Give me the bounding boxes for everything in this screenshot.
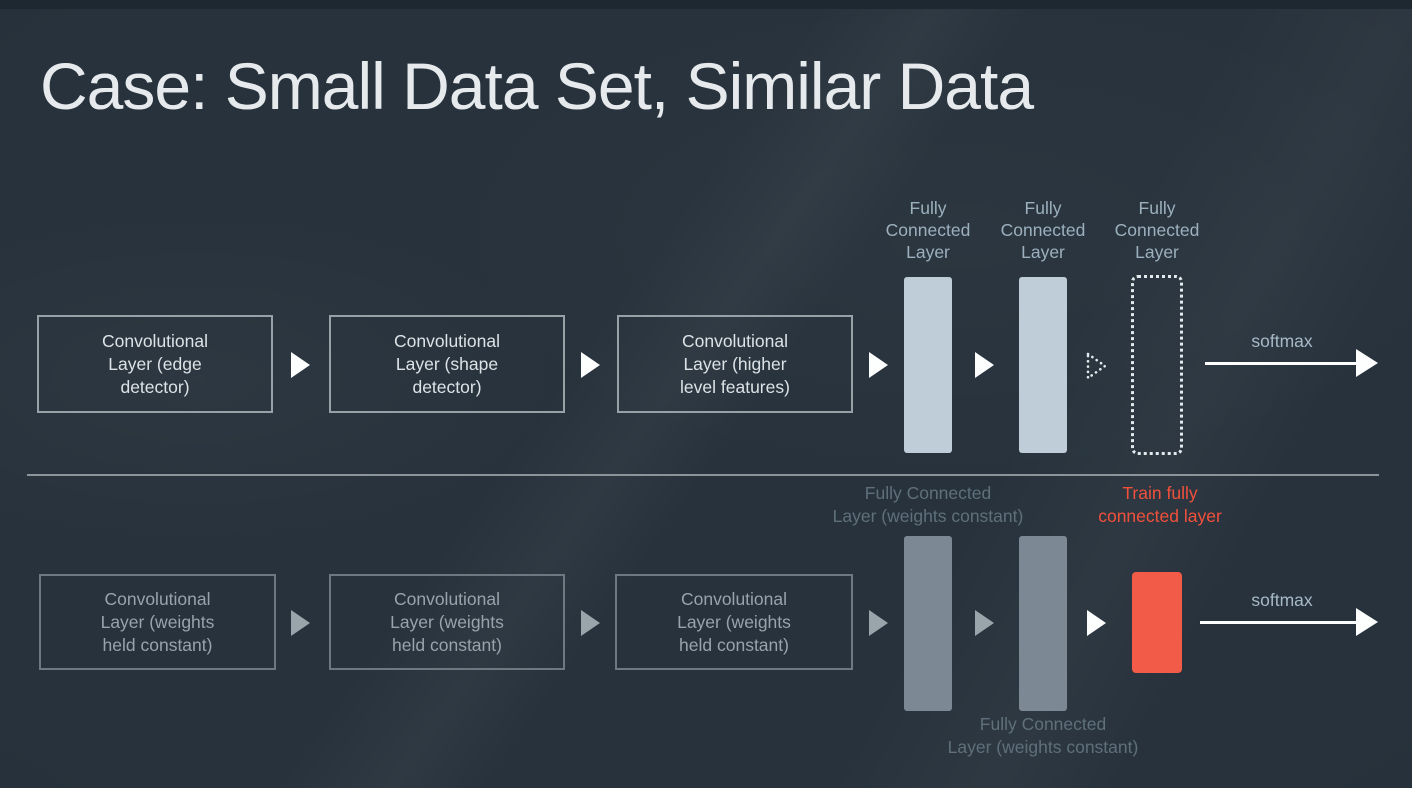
arrow-right-gray-icon [869, 610, 888, 636]
arrow-line [1205, 362, 1356, 365]
conv-box-label: Convolutional Layer (higher level featur… [680, 330, 790, 397]
softmax-label: softmax [1251, 590, 1313, 610]
arrow-right-icon [869, 352, 888, 378]
conv-box-label: Convolutional Layer (weights held consta… [390, 588, 504, 655]
fc-layer-dotted-rect [1131, 275, 1183, 455]
label-line: Train fully [1122, 483, 1198, 503]
conv-box-label: Convolutional Layer (edge detector) [101, 330, 209, 397]
arrow-right-gray-icon [975, 610, 994, 636]
label-line: connected layer [1098, 506, 1222, 526]
label-line: Fully Connected [864, 483, 992, 503]
conv-box-frozen-1: Convolutional Layer (weights held consta… [39, 574, 276, 670]
fc-layer-rect [904, 277, 952, 453]
arrow-right-gray-icon [581, 610, 600, 636]
conv-box-edge-detector: Convolutional Layer (edge detector) [37, 315, 273, 413]
conv-box-frozen-3: Convolutional Layer (weights held consta… [615, 574, 853, 670]
conv-box-shape-detector: Convolutional Layer (shape detector) [329, 315, 565, 413]
fc-layer-label: Fully Connected Layer [1114, 198, 1200, 262]
softmax-label: softmax [1251, 331, 1313, 351]
conv-box-frozen-2: Convolutional Layer (weights held consta… [329, 574, 565, 670]
train-fc-rect [1132, 572, 1182, 673]
fc-layer-label: Fully Connected Layer [885, 198, 971, 262]
fc-layer-frozen-rect [904, 536, 952, 711]
arrow-line [1200, 621, 1356, 624]
fc-layer-label: Fully Connected Layer [1000, 198, 1086, 262]
arrow-right-icon [975, 352, 994, 378]
conv-box-label: Convolutional Layer (weights held consta… [100, 588, 215, 655]
arrow-right-icon [581, 352, 600, 378]
row-divider [27, 474, 1379, 476]
arrow-right-icon [1087, 610, 1106, 636]
conv-box-higher-features: Convolutional Layer (higher level featur… [617, 315, 853, 413]
conv-box-label: Convolutional Layer (shape detector) [393, 330, 501, 397]
train-fc-label: Train fully connected layer [1075, 482, 1245, 528]
fc-layer-frozen-rect [1019, 536, 1067, 711]
fc-frozen-label-below: Fully Connected Layer (weights constant) [923, 713, 1163, 759]
arrow-head-icon [1356, 608, 1378, 636]
fc-frozen-label-above: Fully Connected Layer (weights constant) [808, 482, 1048, 528]
arrow-head-icon [1356, 349, 1378, 377]
page-title: Case: Small Data Set, Similar Data [40, 49, 1034, 123]
conv-box-label: Convolutional Layer (weights held consta… [677, 588, 791, 655]
label-line: Layer (weights constant) [832, 506, 1024, 526]
dotted-arrow-right-icon [1086, 352, 1107, 380]
arrow-right-gray-icon [291, 610, 310, 636]
arrow-right-icon [291, 352, 310, 378]
fc-layer-rect [1019, 277, 1067, 453]
label-line: Layer (weights constant) [947, 737, 1139, 757]
top-strip [0, 0, 1412, 9]
label-line: Fully Connected [979, 714, 1107, 734]
